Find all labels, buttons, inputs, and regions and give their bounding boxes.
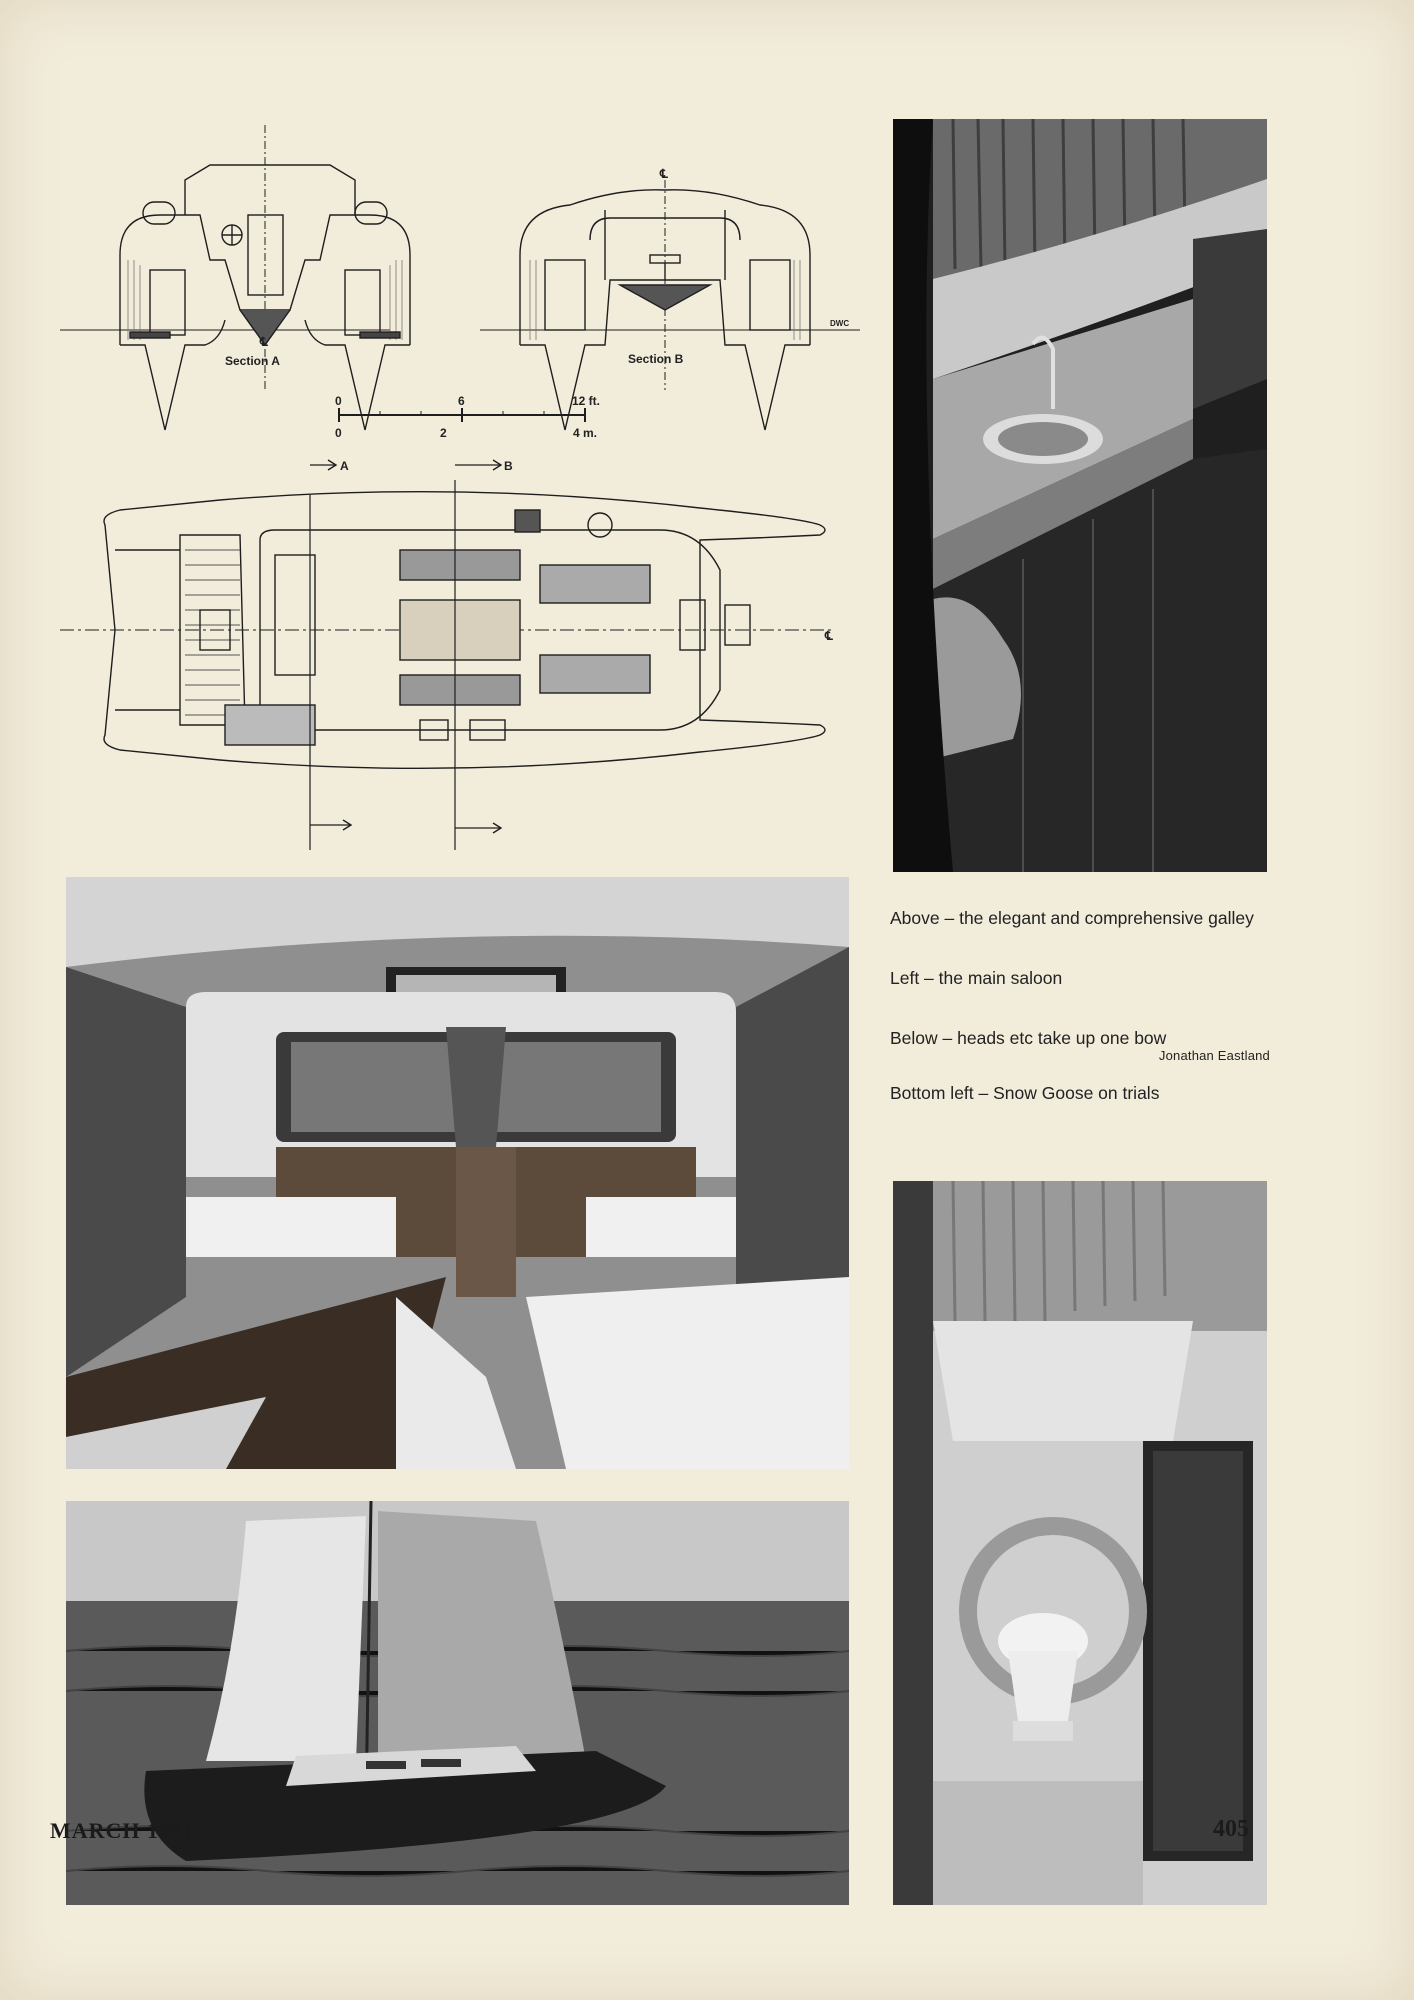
catamaran-plan-drawing: Section A Section B ℄ ℄ ℄ DWC 0 6 12 ft.… xyxy=(60,125,860,850)
caption-galley: Above – the elegant and comprehensive ga… xyxy=(890,908,1254,928)
scale-m-0: 0 xyxy=(335,426,342,440)
section-a-label: Section A xyxy=(225,354,280,368)
section-b-drawing xyxy=(480,180,860,431)
scale-ft-6: 6 xyxy=(458,394,465,408)
caption-heads-text: Below – heads etc take up one bow xyxy=(890,1028,1167,1048)
caption-heads: Below – heads etc take up one bow Jonath… xyxy=(890,1028,1270,1063)
caption-trials: Bottom left – Snow Goose on trials xyxy=(890,1083,1160,1103)
heads-photo xyxy=(893,1181,1267,1905)
trials-photo xyxy=(66,1501,849,1905)
scale-ft-12: 12 ft. xyxy=(572,394,600,408)
caption-saloon: Left – the main saloon xyxy=(890,968,1063,988)
page-number: 405 xyxy=(1213,1816,1249,1842)
saloon-photo xyxy=(66,877,849,1469)
scale-m-2: 2 xyxy=(440,426,447,440)
issue-date: MARCH 1971 xyxy=(50,1818,196,1843)
section-b-label: Section B xyxy=(628,352,684,366)
scale-m-4: 4 m. xyxy=(573,426,597,440)
photo-captions: Above – the elegant and comprehensive ga… xyxy=(890,908,1270,1104)
photo-credit: Jonathan Eastland xyxy=(1158,1048,1270,1063)
centreline-mark-plan: ℄ xyxy=(824,629,833,643)
scale-bar xyxy=(338,408,586,422)
section-a-drawing xyxy=(60,125,411,431)
centreline-mark-b: ℄ xyxy=(659,167,668,181)
drawing-initials: DWC xyxy=(830,319,849,328)
centreline-mark-a: ℄ xyxy=(259,335,268,349)
scale-ft-0: 0 xyxy=(335,394,342,408)
galley-photo xyxy=(893,119,1267,872)
plan-view xyxy=(60,459,835,850)
cut-b-label: B xyxy=(504,459,513,473)
cut-a-label: A xyxy=(340,459,349,473)
